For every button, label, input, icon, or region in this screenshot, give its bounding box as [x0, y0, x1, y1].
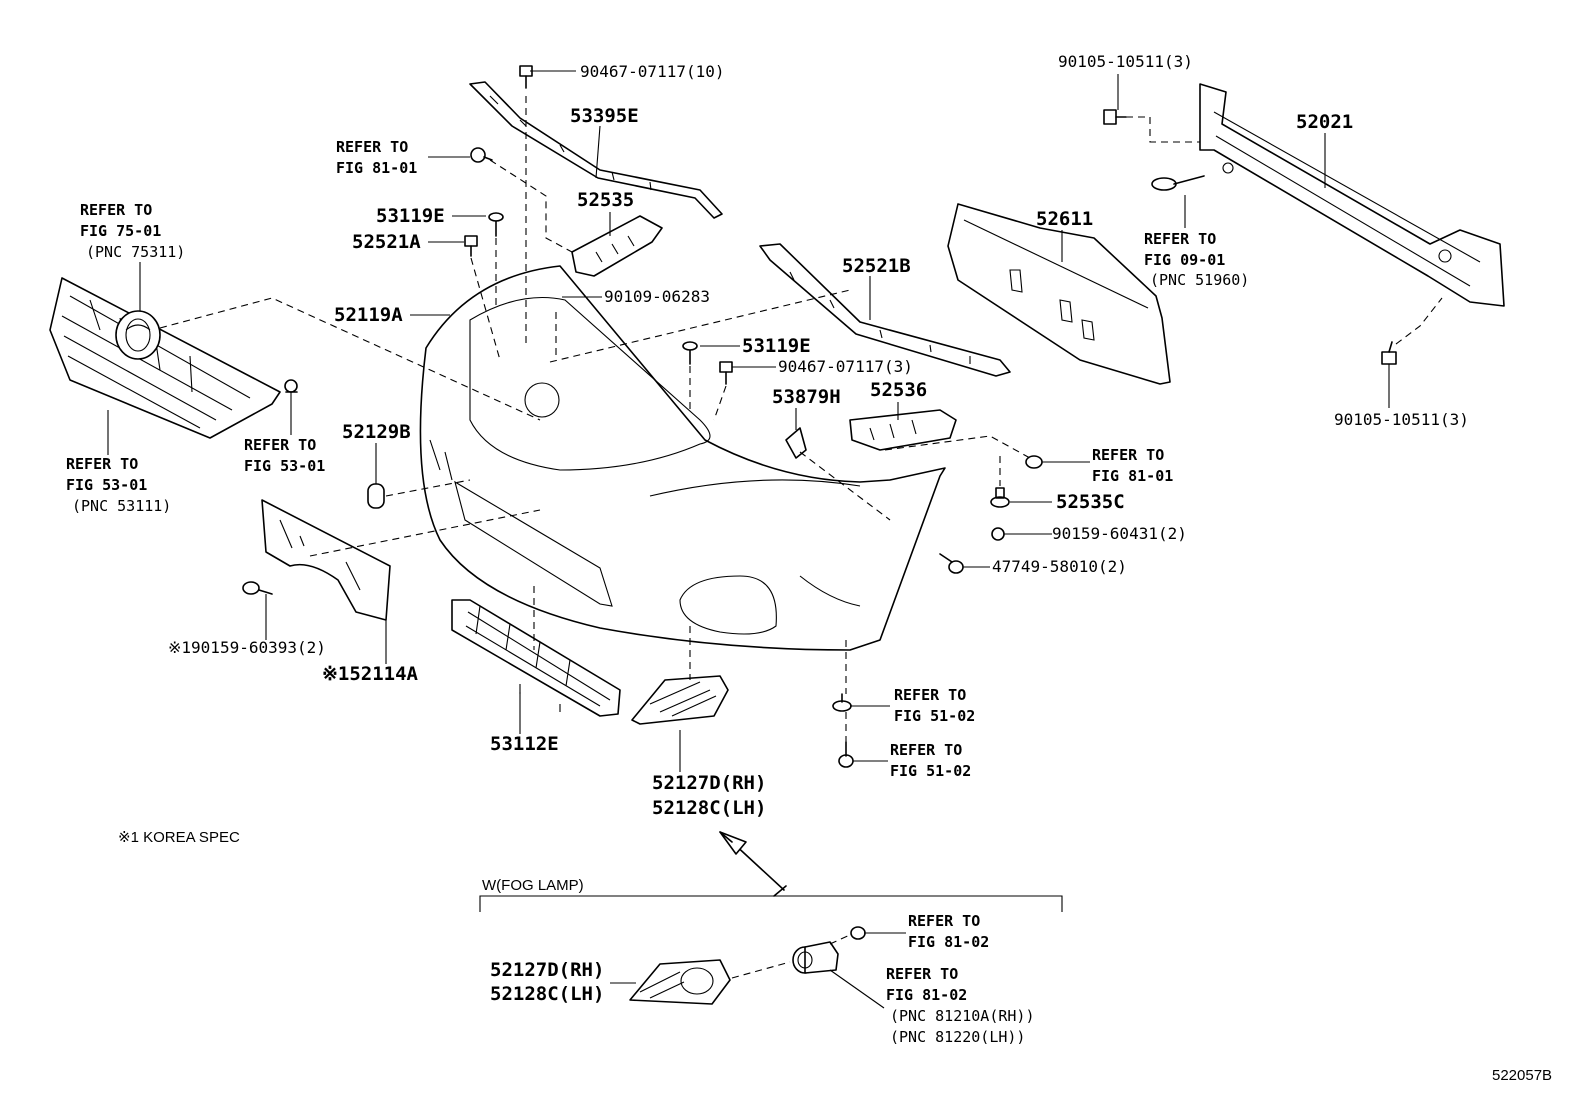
fog-lamp-group-bracket [479, 895, 1063, 912]
fog-lamp-screw [850, 926, 866, 940]
label-52521B: 52521B [842, 255, 911, 277]
radiator-grille [49, 277, 281, 439]
label-refer-81-02-b-3: (PNC 81210A(RH)) [890, 1007, 1035, 1025]
fastener-53119E-b [682, 341, 698, 365]
label-52536: 52536 [870, 379, 927, 401]
label-47749-58010: 47749-58010(2) [992, 557, 1127, 576]
clip-90467-right [719, 361, 733, 385]
lower-grille-53112E [451, 599, 621, 717]
label-refer-81-01-a-2: FIG 81-01 [336, 159, 417, 177]
label-52129B: 52129B [342, 421, 411, 443]
label-refer-81-01-b-1: REFER TO [1092, 446, 1164, 464]
label-53112E: 53112E [490, 733, 559, 755]
screw-refer-51-02-b [838, 741, 854, 768]
label-refer-81-02-b-1: REFER TO [886, 965, 958, 983]
label-refer-51-02-b-1: REFER TO [890, 741, 962, 759]
label-52535: 52535 [577, 189, 634, 211]
screw-47749-58010 [939, 553, 964, 574]
upper-retainer-53395E [469, 81, 723, 219]
label-90105-10511-bottom: 90105-10511(3) [1334, 410, 1469, 429]
label-refer-81-01-b-2: FIG 81-01 [1092, 467, 1173, 485]
label-refer-53-01-b-2: FIG 53-01 [66, 476, 147, 494]
label-refer-09-01-3: (PNC 51960) [1150, 271, 1249, 289]
reinforcement-52021 [1199, 83, 1505, 307]
label-refer-81-02-a-2: FIG 81-02 [908, 933, 989, 951]
label-52535C: 52535C [1056, 491, 1125, 513]
bolt-90105-bottom [1381, 341, 1397, 365]
label-52127D-rh-b: 52127D(RH) [490, 959, 604, 981]
emblem-part [115, 310, 161, 360]
label-52611: 52611 [1036, 208, 1093, 230]
label-52521A: 52521A [352, 231, 421, 253]
fog-cover-lower [629, 959, 731, 1005]
assembly-lines [159, 96, 1443, 979]
label-90109-06283: 90109-06283 [604, 287, 710, 306]
tow-hook [1151, 175, 1205, 191]
label-refer-75-01-1: REFER TO [80, 201, 152, 219]
bracket-53879H [785, 427, 807, 459]
label-refer-51-02-a-2: FIG 51-02 [894, 707, 975, 725]
cap-52129B [367, 483, 385, 509]
label-refer-53-01-a-1: REFER TO [244, 436, 316, 454]
label-refer-51-02-a-1: REFER TO [894, 686, 966, 704]
label-52128C-lh: 52128C(LH) [652, 797, 766, 819]
label-52127D-rh: 52127D(RH) [652, 772, 766, 794]
bolt-90105-top [1103, 109, 1127, 125]
label-fog-lamp-group: W(FOG LAMP) [482, 877, 584, 894]
label-refer-75-01-2: FIG 75-01 [80, 222, 161, 240]
label-53879H: 53879H [772, 386, 841, 408]
fastener-52521A [464, 235, 478, 257]
label-90159-60393: ※190159-60393(2) [168, 638, 326, 657]
label-90467-07117-3: 90467-07117(3) [778, 357, 913, 376]
label-refer-81-02-a-1: REFER TO [908, 912, 980, 930]
label-52128C-lh-b: 52128C(LH) [490, 983, 604, 1005]
license-bracket-52114A [261, 499, 391, 621]
clip-refer-81-01 [470, 147, 493, 163]
fastener-53119E-a [488, 212, 504, 237]
nut-52535C [990, 487, 1010, 508]
label-figure-code: 522057B [1492, 1067, 1552, 1084]
screw-refer-81-01-right [1025, 455, 1043, 469]
label-53119E-a: 53119E [376, 205, 445, 227]
label-refer-53-01-b-3: (PNC 53111) [72, 497, 171, 515]
label-korea-spec: ※1 KOREA SPEC [118, 829, 240, 846]
label-52114A: ※152114A [322, 663, 419, 685]
label-refer-53-01-b-1: REFER TO [66, 455, 138, 473]
label-refer-09-01-2: FIG 09-01 [1144, 251, 1225, 269]
label-53395E: 53395E [570, 105, 639, 127]
bracket-52535 [571, 215, 663, 277]
clip-refer-51-02-a [832, 693, 852, 712]
absorber-52611 [947, 203, 1171, 385]
leader-lines [107, 70, 1390, 1009]
label-refer-81-02-b-4: (PNC 81220(LH)) [890, 1028, 1025, 1046]
label-refer-51-02-b-2: FIG 51-02 [890, 762, 971, 780]
fog-lamp-unit [792, 941, 839, 974]
label-refer-09-01-1: REFER TO [1144, 230, 1216, 248]
fog-cover-upper [631, 675, 729, 725]
label-90159-60431: 90159-60431(2) [1052, 524, 1187, 543]
label-52021: 52021 [1296, 111, 1353, 133]
label-refer-81-02-b-2: FIG 81-02 [886, 986, 967, 1004]
label-53119E-b: 53119E [742, 335, 811, 357]
fog-lamp-arrow [719, 831, 787, 897]
label-90467-07117-10: 90467-07117(10) [580, 62, 725, 81]
retainer-52521B [759, 243, 1011, 377]
grille-screw [284, 379, 298, 393]
part-labels: 90467-07117(10) 53395E REFER TO FIG 81-0… [66, 52, 1552, 1084]
screw-90159-60431 [991, 527, 1005, 541]
screw-90159-60393 [242, 581, 273, 595]
label-refer-75-01-3: (PNC 75311) [86, 243, 185, 261]
label-refer-53-01-a-2: FIG 53-01 [244, 457, 325, 475]
bracket-52536 [849, 409, 957, 451]
label-90105-10511-top: 90105-10511(3) [1058, 52, 1193, 71]
label-refer-81-01-a-1: REFER TO [336, 138, 408, 156]
clip-90467-top [519, 65, 533, 89]
label-52119A: 52119A [334, 304, 403, 326]
